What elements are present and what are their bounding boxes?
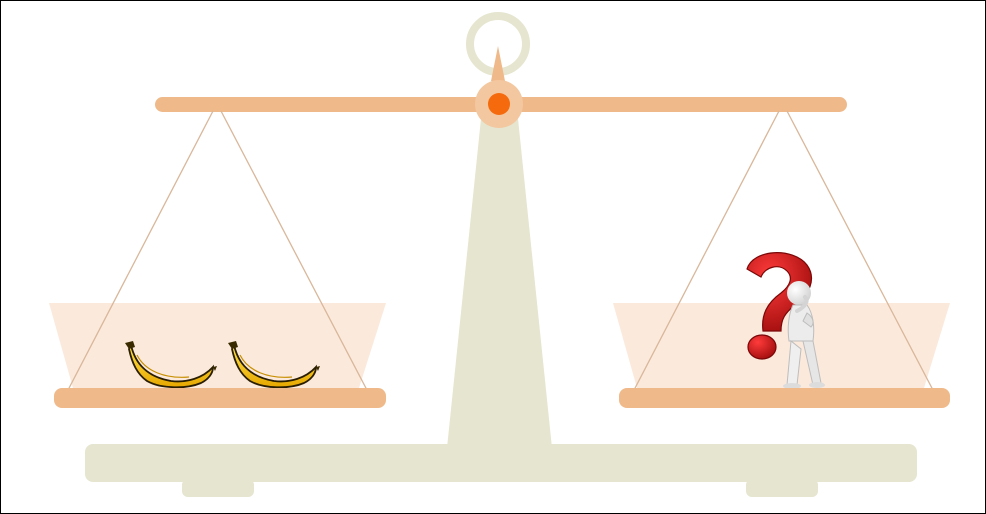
right-pan-plate	[619, 388, 950, 408]
right-pan	[613, 111, 950, 408]
base-foot-left	[182, 479, 254, 497]
pivot	[475, 80, 523, 128]
scale-base	[85, 444, 917, 497]
left-pan-bowl	[49, 303, 386, 388]
pointer-needle	[491, 46, 505, 81]
base-foot-right	[746, 479, 818, 497]
left-pan-plate	[54, 388, 386, 408]
center-pillar	[447, 109, 552, 448]
scale-top-ring	[470, 16, 526, 81]
left-pan	[49, 111, 386, 408]
pivot-center	[488, 93, 510, 115]
base-plate	[85, 444, 917, 482]
